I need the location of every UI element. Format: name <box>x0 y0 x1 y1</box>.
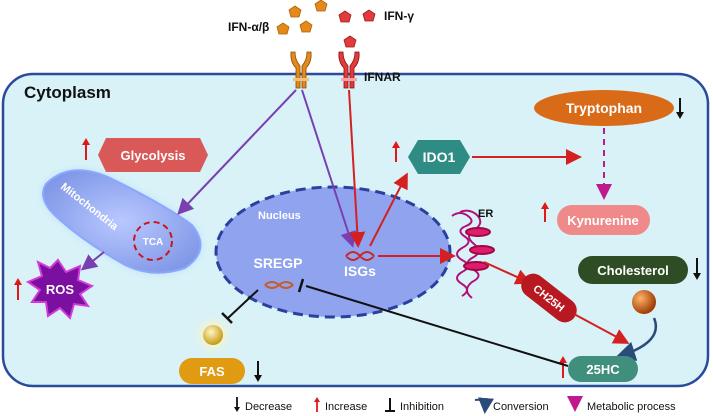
legend-inhibition-label: Inhibition <box>400 401 444 413</box>
cytoplasm-label: Cytoplasm <box>24 83 111 102</box>
legend-increase-icon <box>314 397 320 412</box>
kynurenine-node <box>557 205 650 235</box>
cholesterol-label: Cholesterol <box>597 263 669 278</box>
ifn-g-label: IFN-γ <box>384 9 414 23</box>
tryptophan-label: Tryptophan <box>566 100 642 116</box>
cholesterol-node <box>578 256 688 284</box>
ido1-increase-arrow <box>392 141 400 162</box>
tryptophan-decrease-arrow <box>676 98 684 119</box>
ifnar-receptor-ab <box>290 48 312 89</box>
legend-metabolic-label: Metabolic process <box>587 401 676 413</box>
fas-decrease-arrow <box>254 361 262 382</box>
glycolysis-label: Glycolysis <box>120 148 185 163</box>
er-label: ER <box>478 208 493 220</box>
ifnar-receptor-g <box>338 51 360 89</box>
legend-decrease-label: Decrease <box>245 401 292 413</box>
cholesterol-decrease-arrow <box>693 258 701 280</box>
kynurenine-label: Kynurenine <box>567 213 639 228</box>
kynurenine-increase-arrow <box>541 202 549 222</box>
ifn-g-ligands <box>338 9 376 48</box>
fas-molecule <box>203 325 223 345</box>
legend-inhibition-icon <box>385 398 395 412</box>
ido1-node <box>408 140 470 174</box>
ros-increase-arrow <box>14 278 22 300</box>
er-structure <box>451 209 495 299</box>
arrow-er-to-ch25h <box>483 261 532 285</box>
inhibition-25hc-to-sregp <box>297 278 569 367</box>
arrow-receptor-to-isgs-red <box>348 89 366 248</box>
sregp-label: SREGP <box>253 255 302 271</box>
fas-node <box>179 358 245 384</box>
tryptophan-node <box>534 90 674 126</box>
arrow-mitochondria-to-ros <box>80 251 105 271</box>
mitochondria <box>42 169 202 274</box>
ifnar-label: IFNAR <box>364 70 401 84</box>
isgs-label: ISGs <box>344 263 376 279</box>
ifn-ab-ligands <box>276 0 328 35</box>
glycolysis-node <box>98 138 208 172</box>
nucleus-label: Nucleus <box>258 210 301 222</box>
tca-label: TCA <box>143 237 164 248</box>
glycolysis-increase-arrow <box>82 138 90 160</box>
legend-increase-label: Increase <box>325 401 367 413</box>
hc25-increase-arrow <box>559 356 567 378</box>
ido1-label: IDO1 <box>423 149 456 165</box>
cholesterol-molecule <box>632 290 656 314</box>
ifn-ab-label: IFN-α/β <box>228 20 269 34</box>
sregp-dna-icon <box>264 281 294 289</box>
legend: Decrease Increase Inhibition Conversion … <box>234 396 676 414</box>
legend-decrease-icon <box>234 397 240 412</box>
tca-cycle <box>133 221 173 261</box>
hc25-label: 25HC <box>586 362 620 377</box>
arrow-ch25h-to-25hc <box>573 313 630 344</box>
hc25-node <box>568 356 638 382</box>
isgs-dna-icon <box>345 251 375 261</box>
inhibition-sregp-to-fas <box>221 289 259 324</box>
arrow-isgs-to-ido1 <box>369 172 408 247</box>
legend-conversion-label: Conversion <box>493 401 549 413</box>
arrow-receptor-to-isgs-purple <box>301 89 356 248</box>
arrow-receptor-to-mitochondria <box>177 89 297 215</box>
fas-label: FAS <box>199 364 225 379</box>
conversion-arrow-chol-to-25hc <box>615 317 658 361</box>
ros-label: ROS <box>46 282 75 297</box>
legend-conversion-icon <box>474 397 494 414</box>
ros-node <box>25 258 95 320</box>
